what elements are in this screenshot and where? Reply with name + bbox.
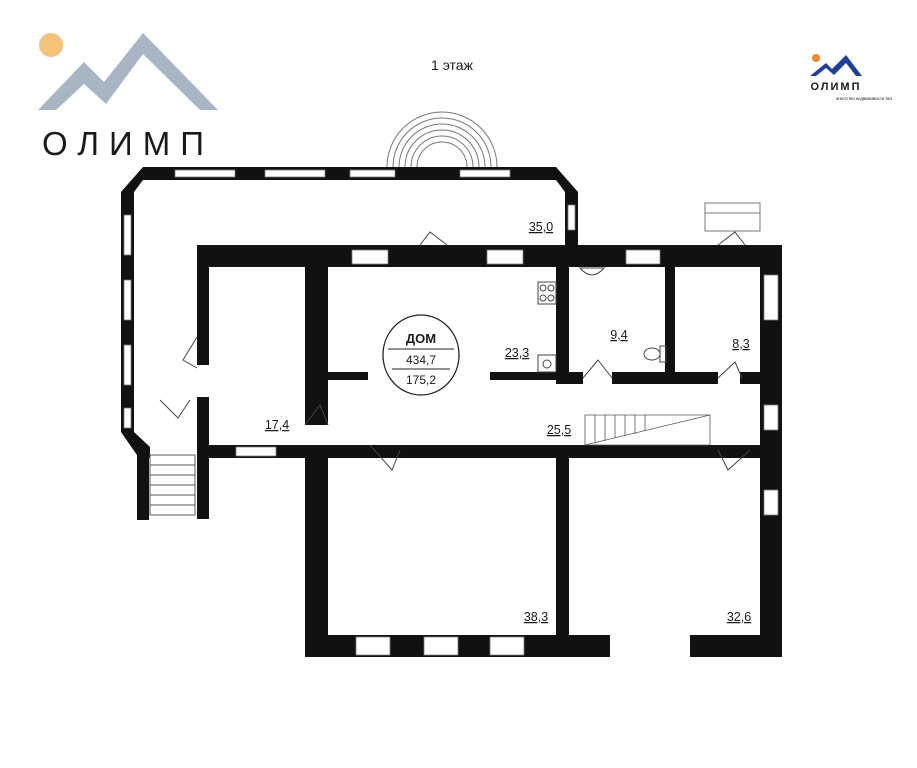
floor-title: 1 этаж bbox=[431, 57, 474, 73]
area-label-veranda: 35,0 bbox=[529, 220, 553, 234]
area-label-kitchen: 23,3 bbox=[505, 346, 529, 360]
small-logo-sun bbox=[812, 54, 820, 62]
olimp-logo: ОЛИМП bbox=[38, 33, 218, 162]
olimp-logo-small: ОЛИМП агентство недвижимости №1 bbox=[810, 54, 893, 101]
area-label-hall: 25,5 bbox=[547, 423, 571, 437]
door-bay bbox=[159, 399, 191, 419]
summary-total-area: 434,7 bbox=[406, 353, 436, 367]
summary-floor-area: 175,2 bbox=[406, 373, 436, 387]
door-bath bbox=[582, 359, 613, 379]
bathroom-sink-icon bbox=[578, 267, 606, 276]
windows bbox=[123, 169, 779, 656]
door-hall-south bbox=[369, 444, 401, 471]
porch-steps bbox=[704, 202, 761, 232]
logo-text: ОЛИМП bbox=[42, 125, 214, 162]
walls bbox=[121, 167, 782, 657]
kitchen-sink-icon bbox=[537, 354, 557, 373]
door-east-top bbox=[717, 231, 746, 246]
area-label-room-west: 17,4 bbox=[265, 418, 289, 432]
summary-label: ДОМ bbox=[406, 331, 436, 346]
kitchen-stove-icon bbox=[537, 281, 557, 305]
room-labels: 35,0 23,3 9,4 8,3 17,4 25,5 38,3 32,6 bbox=[265, 220, 751, 624]
doors bbox=[159, 231, 751, 471]
door-east-room bbox=[717, 361, 743, 379]
entrance-steps bbox=[149, 454, 196, 516]
stairs bbox=[584, 414, 711, 446]
door-kitchen-top bbox=[419, 231, 448, 246]
semicircle-steps bbox=[386, 111, 498, 168]
logo-mountain bbox=[38, 33, 218, 110]
logo-sun bbox=[39, 33, 63, 57]
area-label-room-south-right: 32,6 bbox=[727, 610, 751, 624]
toilet-icon bbox=[643, 345, 667, 363]
door-west-room bbox=[304, 403, 329, 426]
small-logo-mountain bbox=[810, 55, 862, 76]
door-hall-east bbox=[717, 449, 751, 471]
area-label-bathroom: 9,4 bbox=[610, 328, 627, 342]
area-label-room-east: 8,3 bbox=[732, 337, 749, 351]
house-summary: ДОМ 434,7 175,2 bbox=[382, 314, 460, 396]
small-logo-tagline: агентство недвижимости №1 bbox=[836, 96, 893, 101]
area-label-room-south-left: 38,3 bbox=[524, 610, 548, 624]
small-logo-text: ОЛИМП bbox=[811, 81, 862, 93]
door-veranda-west bbox=[182, 336, 198, 369]
